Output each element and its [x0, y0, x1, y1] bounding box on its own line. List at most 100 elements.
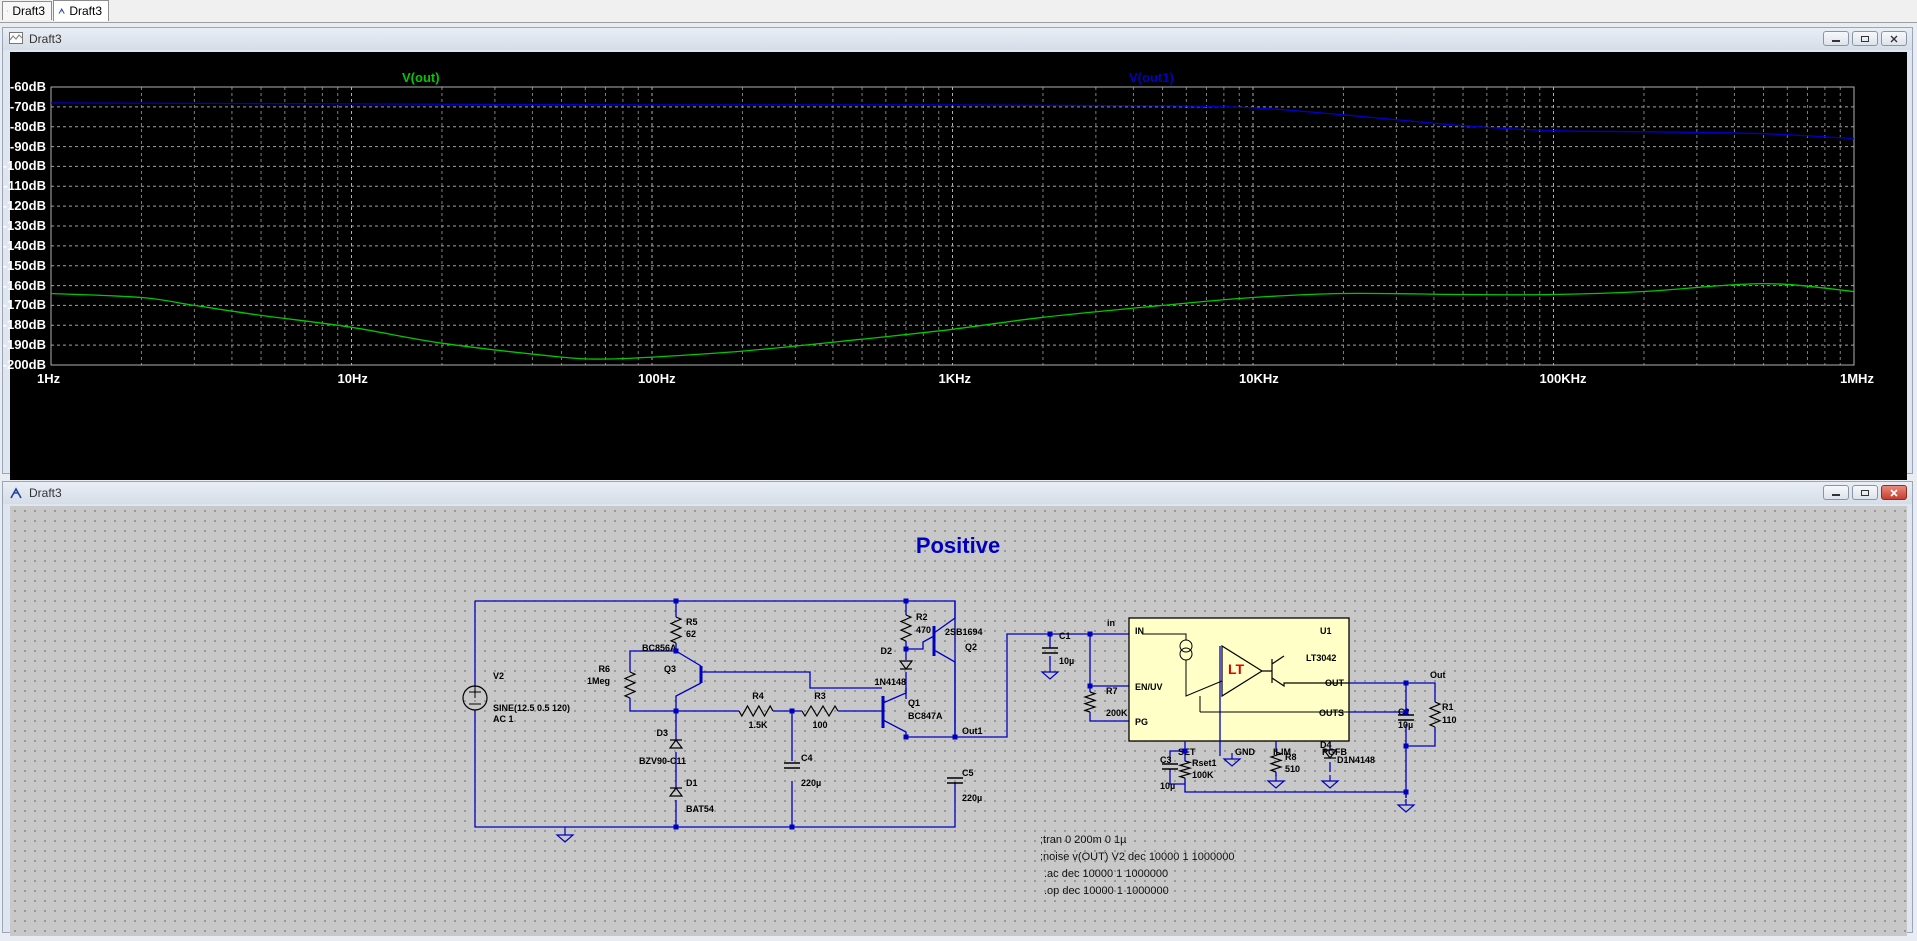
junction-dot[interactable] — [1087, 631, 1093, 637]
trace-vout1 — [50, 102, 1855, 140]
plot-area[interactable]: -60dB-70dB-80dB-90dB-100dB-110dB-120dB-1… — [3, 52, 1907, 480]
junction-dot[interactable] — [673, 708, 679, 714]
ground-symbol[interactable] — [1320, 775, 1340, 789]
resistor-r6[interactable] — [623, 671, 637, 699]
junction-dot[interactable] — [789, 824, 795, 830]
junction-dot[interactable] — [673, 648, 679, 654]
y-tick-label: -150dB — [2, 257, 46, 273]
component-label: C1 — [1059, 631, 1071, 641]
capacitor-c3[interactable] — [1162, 763, 1178, 770]
component-label: GND — [1235, 747, 1256, 757]
resistor-r1[interactable] — [1428, 701, 1442, 728]
spice-directive[interactable]: .ac dec 10000 1 1000000 — [1044, 868, 1169, 880]
trace-label[interactable]: V(out) — [402, 70, 440, 85]
junction-dot[interactable] — [673, 598, 679, 604]
plot-window: Draft3 -60dB-70dB-80dB-90dB-100dB-110dB-… — [2, 27, 1913, 480]
tab-label: Draft3 — [12, 4, 45, 18]
capacitor-c2[interactable] — [1398, 714, 1414, 721]
close-button[interactable] — [1881, 31, 1907, 46]
ground-symbol[interactable] — [1040, 666, 1060, 680]
component-label: R5 — [686, 617, 698, 627]
ground-symbol[interactable] — [1266, 775, 1286, 789]
voltage-source-polarity[interactable] — [469, 686, 481, 705]
net-label-out: Out — [1430, 670, 1446, 680]
pass-transistor[interactable] — [1262, 655, 1349, 688]
component-label: D1 — [686, 778, 698, 788]
junction-dot[interactable] — [1403, 743, 1409, 749]
diode-d4[interactable] — [1322, 749, 1338, 759]
y-tick-label: -80dB — [9, 118, 46, 134]
component-label: 10µ — [1059, 656, 1074, 666]
spice-directive[interactable]: ;tran 0 200m 0 1µ — [1040, 834, 1127, 846]
plot-canvas[interactable] — [10, 52, 1907, 480]
resistor-r3[interactable] — [801, 704, 839, 718]
restore-button[interactable] — [1852, 31, 1878, 46]
junction-dot[interactable] — [903, 598, 909, 604]
diode-d2[interactable] — [898, 660, 914, 670]
spice-directive[interactable]: .op dec 10000 1 1000000 — [1044, 885, 1169, 897]
component-label: U1 — [1320, 626, 1332, 636]
junction-dot[interactable] — [903, 734, 909, 740]
component-label: 62 — [686, 629, 696, 639]
component-label: Q1 — [908, 698, 920, 708]
component-label: 10µ — [1160, 781, 1175, 791]
component-label: 1N4148 — [874, 677, 906, 687]
schematic-heading: Positive — [916, 533, 1000, 558]
y-tick-label: -70dB — [9, 98, 46, 114]
schematic-window-titlebar[interactable]: Draft3 — [3, 482, 1912, 504]
component-label: Q2 — [965, 642, 977, 652]
junction-dot[interactable] — [1403, 709, 1409, 715]
ground-symbol[interactable] — [1222, 753, 1242, 767]
resistor-r2[interactable] — [899, 614, 913, 642]
resistor-r4[interactable] — [738, 704, 774, 718]
resistor-r8[interactable] — [1269, 751, 1283, 773]
junction-dot[interactable] — [1047, 631, 1053, 637]
resistor-rset1[interactable] — [1177, 760, 1193, 779]
minimize-button[interactable] — [1823, 485, 1849, 500]
capacitor-c4[interactable] — [784, 762, 800, 769]
zener-d3[interactable] — [668, 739, 684, 749]
net-label-out1: Out1 — [962, 726, 983, 736]
capacitor-c5[interactable] — [947, 777, 963, 784]
junction-dot[interactable] — [673, 824, 679, 830]
junction-dot[interactable] — [1182, 748, 1188, 754]
junction-dot[interactable] — [903, 646, 909, 652]
close-icon — [1890, 488, 1898, 497]
diode-d1[interactable] — [668, 787, 684, 797]
junction-dot[interactable] — [952, 734, 958, 740]
trace-label[interactable]: V(out1) — [1129, 70, 1174, 85]
ground-symbol[interactable] — [1396, 799, 1416, 813]
plot-window-titlebar[interactable]: Draft3 — [3, 28, 1912, 50]
junction-dot[interactable] — [1403, 789, 1409, 795]
component-label: BZV90-C11 — [639, 756, 686, 766]
junction-dot[interactable] — [789, 708, 795, 714]
junction-dot[interactable] — [1403, 680, 1409, 686]
ground-symbol[interactable] — [555, 829, 575, 843]
spice-directive[interactable]: ;noise v(OUT) V2 dec 10000 1 1000000 — [1040, 851, 1235, 863]
capacitor-c1[interactable] — [1042, 647, 1058, 654]
x-tick-label: 10KHz — [1239, 371, 1279, 386]
resistor-r5[interactable] — [669, 616, 683, 644]
y-tick-label: -180dB — [2, 317, 46, 333]
resistor-r7[interactable] — [1083, 691, 1097, 713]
component-label: AC 1 — [493, 714, 514, 724]
close-button[interactable] — [1881, 485, 1907, 500]
component-label: 510 — [1285, 764, 1300, 774]
regulator-internal-wiring[interactable] — [1142, 633, 1349, 713]
lt-logo: LT — [1228, 661, 1245, 677]
component-label: IN — [1135, 626, 1144, 636]
component-label: 10µ — [1398, 720, 1413, 730]
tab-schematic-draft3[interactable]: Draft3 — [53, 0, 109, 21]
opamp-symbol[interactable] — [1221, 644, 1264, 698]
component-label: LT3042 — [1306, 653, 1336, 663]
tab-plot-draft3[interactable]: Draft3 — [2, 1, 52, 20]
schematic-window-title: Draft3 — [29, 486, 62, 500]
component-label: R4 — [752, 691, 764, 701]
restore-button[interactable] — [1852, 485, 1878, 500]
minimize-button[interactable] — [1823, 31, 1849, 46]
junction-dot[interactable] — [1087, 683, 1093, 689]
x-tick-label: 1MHz — [1840, 371, 1874, 386]
component-label: 220µ — [962, 793, 982, 803]
